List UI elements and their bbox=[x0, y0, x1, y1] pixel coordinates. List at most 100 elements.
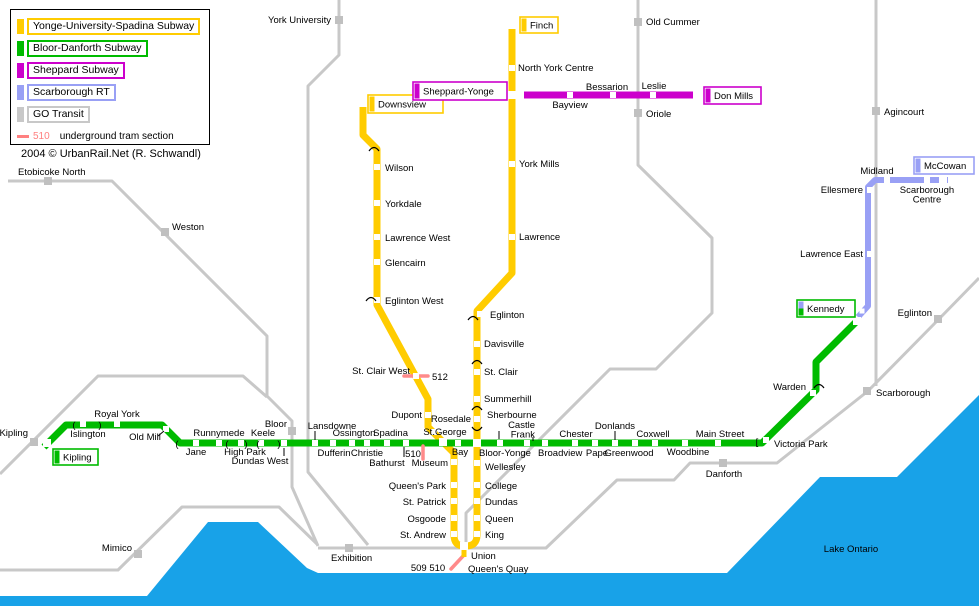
station-marker bbox=[474, 396, 480, 402]
misc-label: Queen's Quay bbox=[468, 564, 529, 575]
station-label: Sherbourne bbox=[487, 410, 537, 421]
station-marker bbox=[508, 91, 516, 99]
go-station-label: Danforth bbox=[706, 469, 742, 480]
station-label: Dundas bbox=[485, 497, 518, 508]
go-station-marker bbox=[634, 18, 642, 26]
station-label: Dupont bbox=[391, 410, 422, 421]
station-marker bbox=[163, 426, 169, 432]
station-marker bbox=[349, 440, 355, 446]
bracket-mark: ( bbox=[72, 420, 76, 431]
station-label: Union bbox=[471, 551, 496, 562]
go-station-label: Etobicoke North bbox=[18, 167, 86, 178]
station-label: Eglinton West bbox=[385, 296, 444, 307]
go-station-label: Scarborough bbox=[876, 388, 930, 399]
station-label: Keele bbox=[251, 428, 275, 439]
station-label: York Mills bbox=[519, 159, 560, 170]
terminal-box-block bbox=[915, 158, 921, 173]
station-marker bbox=[509, 234, 515, 240]
station-marker bbox=[451, 482, 457, 488]
station-marker bbox=[474, 482, 480, 488]
go-station-marker bbox=[863, 387, 871, 395]
station-label: St. Clair bbox=[484, 367, 518, 378]
station-label: St.George bbox=[423, 427, 466, 438]
station-marker bbox=[451, 498, 457, 504]
station-marker bbox=[650, 92, 656, 98]
station-label: Greenwood bbox=[604, 448, 653, 459]
station-marker bbox=[43, 439, 51, 447]
bracket-mark: ( bbox=[256, 439, 260, 450]
go-station-label: Mimico bbox=[102, 543, 132, 554]
station-marker bbox=[474, 369, 480, 375]
bracket-mark: ) bbox=[244, 439, 247, 450]
station-label: Yorkdale bbox=[385, 199, 422, 210]
legend-label: Scarborough RT bbox=[27, 83, 116, 101]
bracket-mark: [ bbox=[756, 437, 759, 448]
terminal-box-label: Sheppard-Yonge bbox=[423, 87, 494, 98]
tram-code: 510 bbox=[33, 130, 50, 142]
station-marker bbox=[80, 421, 86, 427]
station-marker bbox=[460, 542, 468, 550]
station-marker bbox=[374, 200, 380, 206]
station-marker bbox=[715, 440, 721, 446]
station-marker bbox=[477, 311, 483, 317]
station-label: Scarborough bbox=[900, 185, 954, 196]
go-station-marker bbox=[288, 427, 296, 435]
terminal-box-block bbox=[798, 301, 804, 309]
station-marker bbox=[853, 317, 861, 325]
station-marker bbox=[542, 440, 548, 446]
station-marker bbox=[474, 341, 480, 347]
station-label: Islington bbox=[70, 429, 105, 440]
go-station-marker bbox=[44, 177, 52, 185]
go-station-label: Weston bbox=[172, 222, 204, 233]
station-marker bbox=[939, 176, 947, 184]
terminal-box-block bbox=[798, 308, 804, 316]
station-label: Old Mill bbox=[129, 432, 161, 443]
legend-item: Scarborough RT bbox=[17, 81, 209, 103]
station-label: Wilson bbox=[385, 163, 414, 174]
station-label: Jane bbox=[186, 447, 207, 458]
go-station-marker bbox=[345, 544, 353, 552]
station-label: College bbox=[485, 481, 517, 492]
station-label: Woodbine bbox=[667, 447, 710, 458]
station-label: St. Andrew bbox=[400, 530, 446, 541]
station-label: Bessarion bbox=[586, 82, 628, 93]
station-label: Wellesley bbox=[485, 462, 526, 473]
tram-label: 509 510 bbox=[411, 563, 445, 574]
station-marker bbox=[572, 440, 578, 446]
legend-swatch bbox=[17, 84, 24, 100]
legend-label: Bloor-Danforth Subway bbox=[27, 39, 148, 57]
station-marker bbox=[451, 515, 457, 521]
station-label: Osgoode bbox=[407, 514, 446, 525]
terminal-box-block bbox=[369, 96, 375, 112]
go-station-marker bbox=[934, 315, 942, 323]
station-label: Bathurst bbox=[369, 458, 405, 469]
station-marker bbox=[474, 416, 480, 422]
station-label: Summerhill bbox=[484, 394, 532, 405]
station-label: Glencairn bbox=[385, 258, 426, 269]
station-marker bbox=[258, 440, 264, 446]
station-marker bbox=[312, 440, 318, 446]
station-label: Christie bbox=[351, 448, 383, 459]
terminal-box-block bbox=[521, 18, 527, 32]
station-marker bbox=[652, 440, 658, 446]
tram-label: 512 bbox=[432, 372, 448, 383]
station-marker bbox=[884, 177, 890, 183]
station-label: Midland bbox=[860, 166, 893, 177]
station-marker bbox=[763, 437, 769, 443]
terminal-box bbox=[52, 448, 99, 466]
go-line-path bbox=[0, 374, 268, 476]
station-marker bbox=[859, 308, 865, 314]
legend-item: Bloor-Danforth Subway bbox=[17, 37, 209, 59]
station-label: Lawrence East bbox=[800, 249, 863, 260]
leader-tick bbox=[157, 430, 165, 437]
station-marker bbox=[384, 440, 390, 446]
station-label: Davisville bbox=[484, 339, 524, 350]
station-marker bbox=[509, 65, 515, 71]
station-marker bbox=[924, 177, 930, 183]
station-label: Runnymede bbox=[193, 428, 244, 439]
station-label: Spadina bbox=[373, 428, 409, 439]
go-station-label: Oriole bbox=[646, 109, 671, 120]
legend-label: GO Transit bbox=[27, 105, 90, 123]
